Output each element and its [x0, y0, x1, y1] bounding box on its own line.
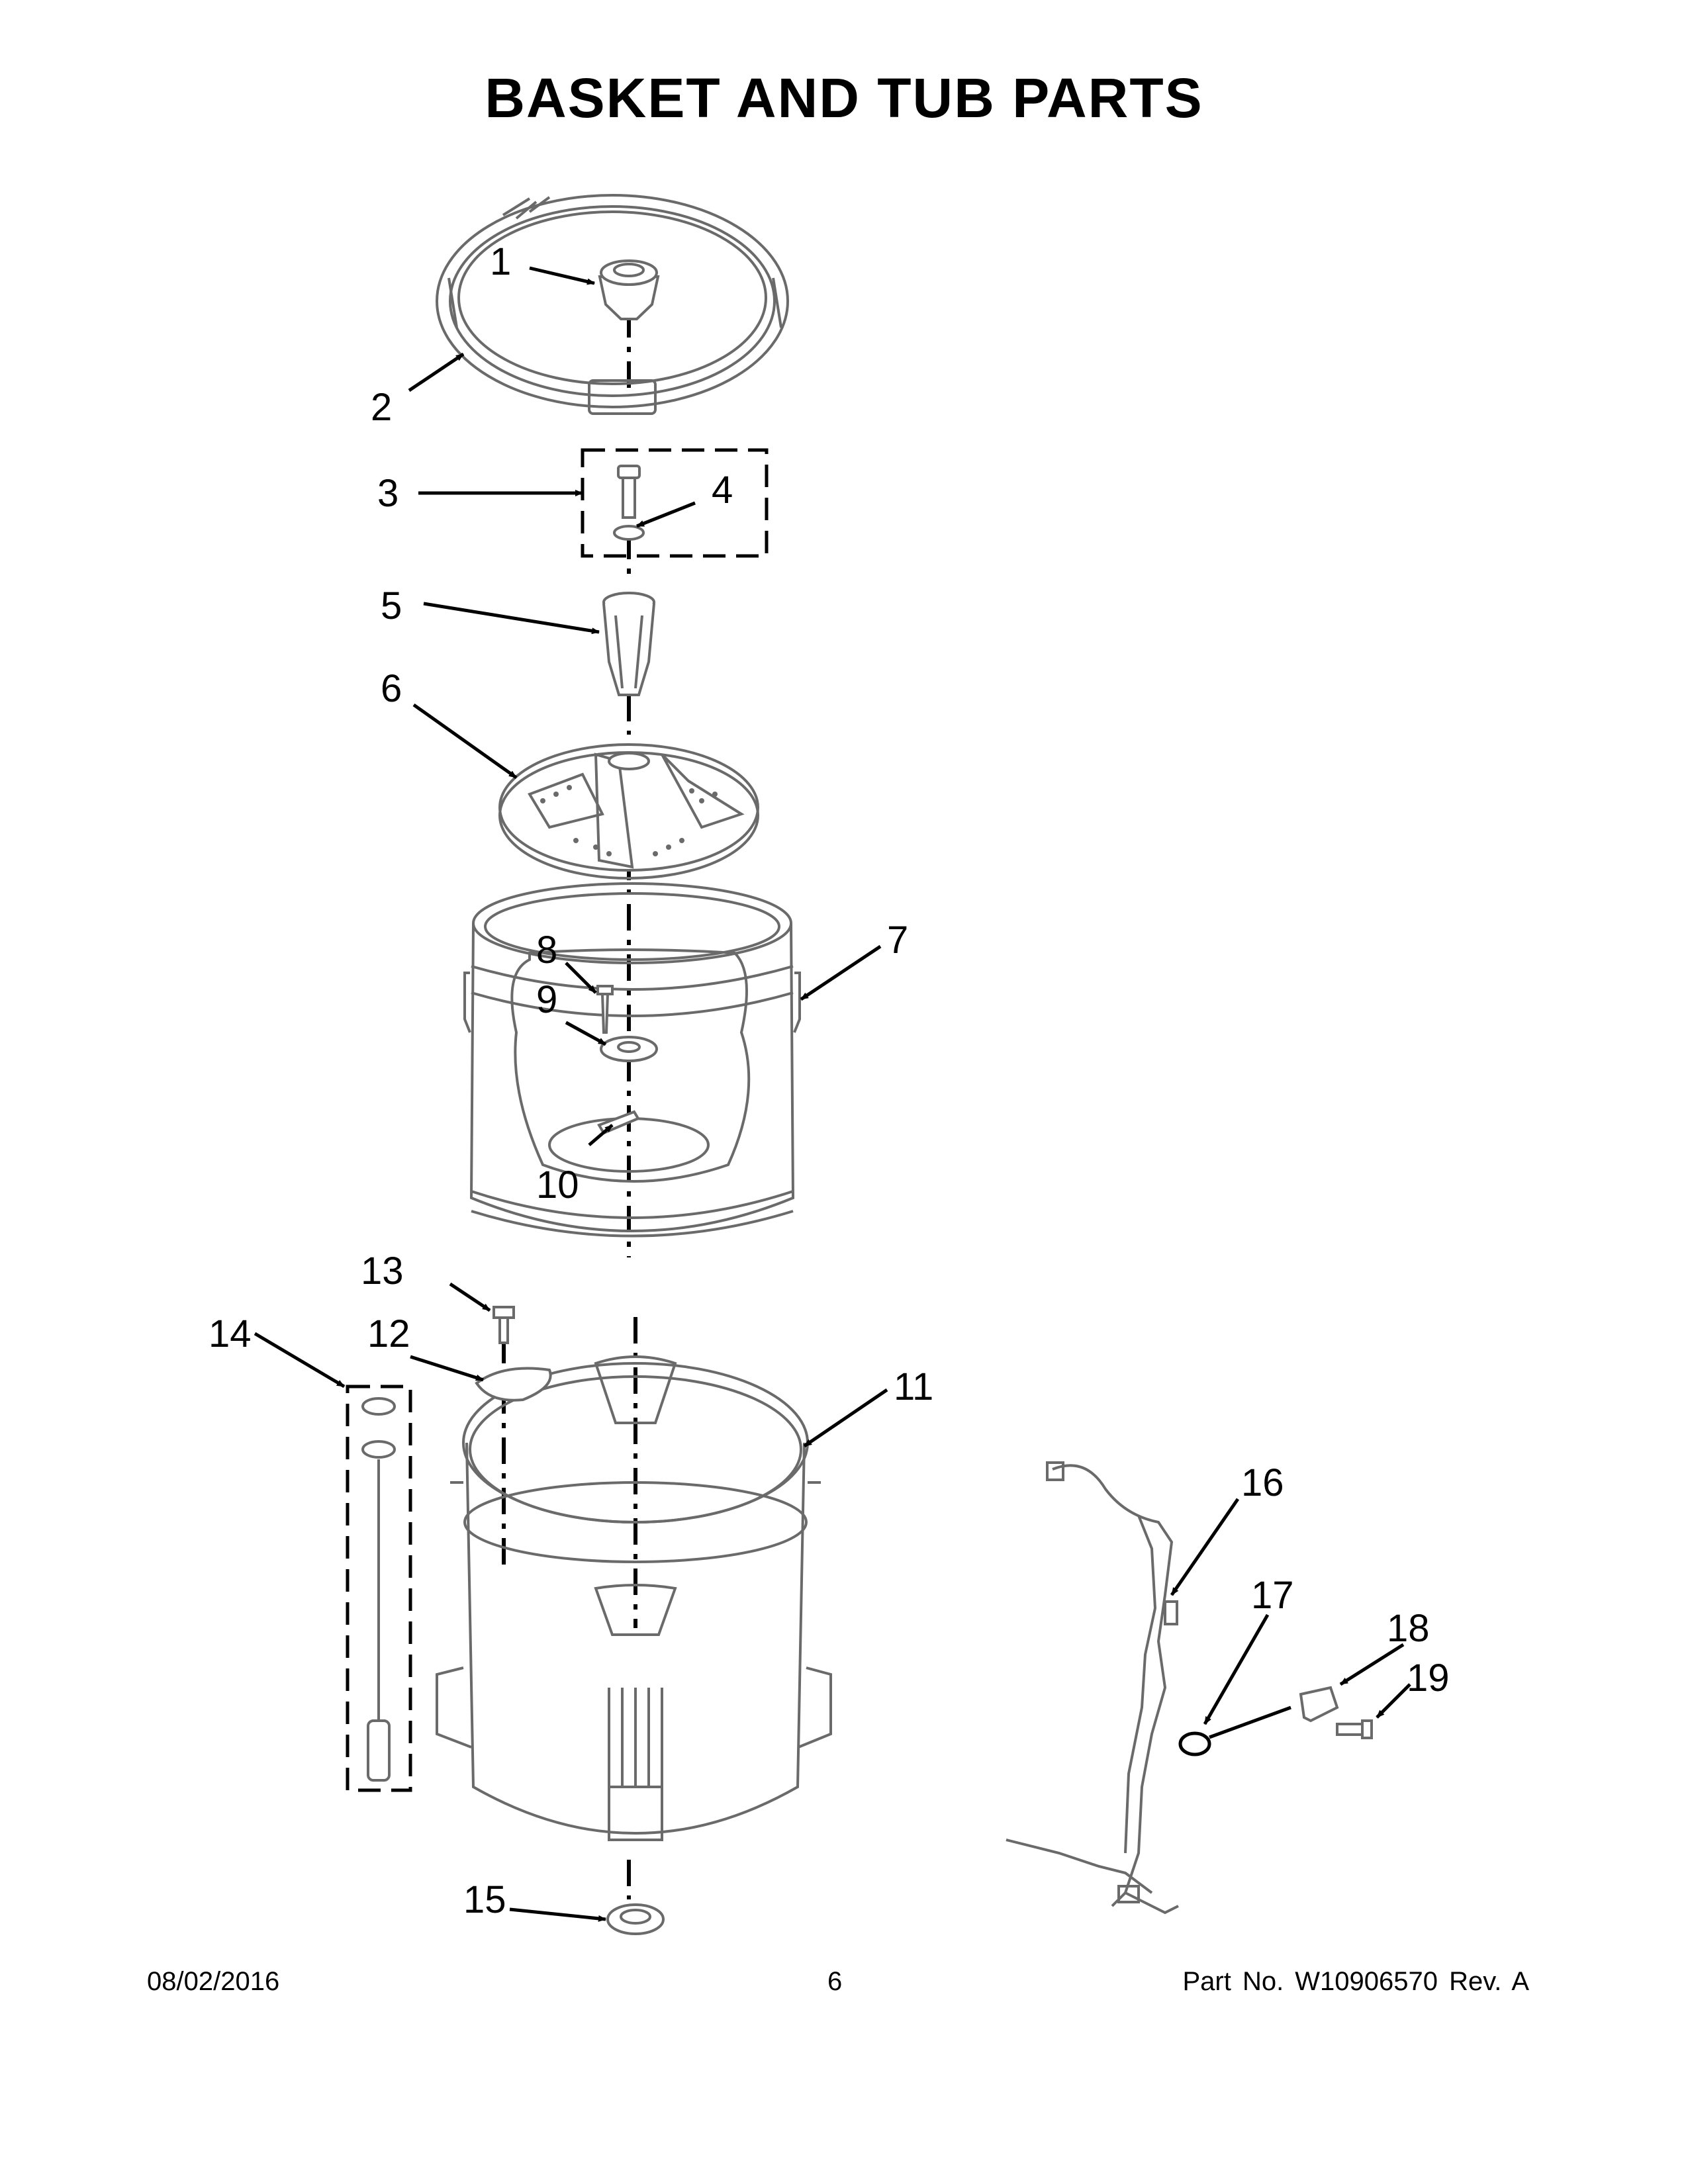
- bolt-kit-box-3: [581, 448, 769, 558]
- callout-7: 7: [887, 919, 908, 962]
- callout-9: 9: [536, 978, 557, 1021]
- suspension-kit-box-14: [346, 1385, 412, 1792]
- bolt-4: [613, 465, 645, 541]
- screw-13: [492, 1306, 515, 1344]
- callout-11: 11: [894, 1365, 933, 1408]
- callout-18: 18: [1387, 1607, 1430, 1650]
- footer-date: 08/02/2016: [147, 1967, 280, 1996]
- hub-nut-9: [600, 1036, 658, 1062]
- callout-19: 19: [1407, 1657, 1450, 1700]
- callout-17: 17: [1251, 1574, 1294, 1617]
- footer-part-number: Part No. W10906570 Rev. A: [1182, 1967, 1529, 1996]
- tub-ring-2: [436, 194, 789, 415]
- callout-6: 6: [381, 667, 402, 710]
- callout-5: 5: [381, 584, 402, 627]
- page-title: BASKET AND TUB PARTS: [485, 67, 1203, 129]
- callout-numbers: 1 2 3 4 5 6 7 8 9 10 11 12 13 14 15 16 1…: [209, 240, 1450, 1921]
- callout-3: 3: [377, 472, 399, 515]
- tub-seal-15: [606, 1903, 665, 1935]
- screw-19: [1336, 1719, 1373, 1739]
- suspension-rod: [361, 1397, 396, 1782]
- center-axis-lines: [502, 311, 637, 1899]
- callout-2: 2: [371, 386, 392, 429]
- callout-16: 16: [1241, 1461, 1284, 1504]
- wire-harness-16: [1006, 1461, 1179, 1915]
- clip-18: [1299, 1686, 1339, 1723]
- callout-15: 15: [463, 1878, 506, 1921]
- plate-12: [475, 1367, 552, 1402]
- callout-1: 1: [490, 240, 511, 283]
- screw-8: [596, 985, 614, 1034]
- callout-8: 8: [536, 929, 557, 972]
- leader-arrows: [254, 266, 1411, 1922]
- callout-10: 10: [536, 1163, 579, 1206]
- drive-bell-5: [602, 592, 655, 696]
- basket-7: [463, 882, 801, 1238]
- callout-4: 4: [712, 469, 733, 512]
- footer-page-number: 6: [827, 1967, 843, 1996]
- callout-13: 13: [361, 1250, 404, 1293]
- callout-12: 12: [367, 1312, 410, 1355]
- callout-14: 14: [209, 1312, 252, 1355]
- clamp-17: [1178, 1706, 1291, 1756]
- impeller-6: [498, 743, 759, 880]
- cap-1: [598, 259, 660, 320]
